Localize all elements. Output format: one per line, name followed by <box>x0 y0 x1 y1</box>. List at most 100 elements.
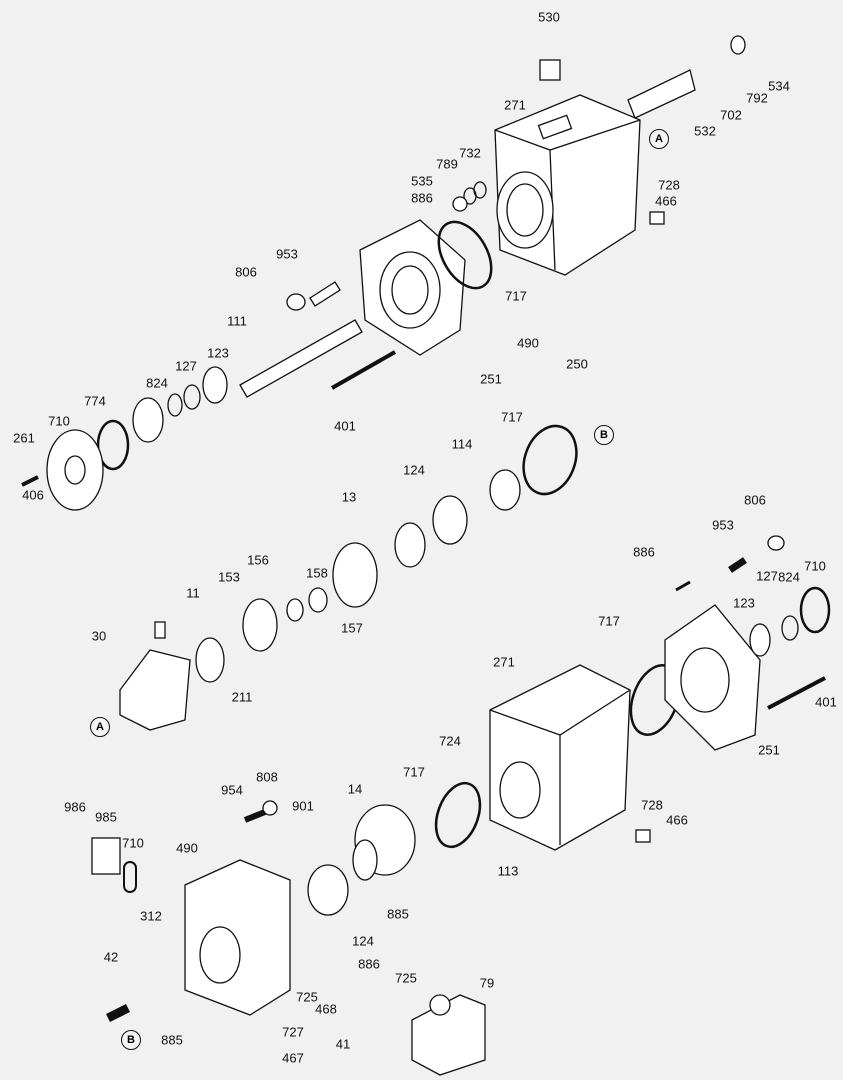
part-label: 123 <box>207 345 229 361</box>
part-label: 886 <box>358 956 380 972</box>
plate-153 <box>242 598 278 652</box>
part-label: 808 <box>256 769 278 785</box>
part-label: 158 <box>306 565 328 581</box>
bearing-123 <box>202 366 228 404</box>
part-label: 534 <box>768 78 790 94</box>
valve-block-312 <box>184 859 291 1016</box>
part-label: 466 <box>666 812 688 828</box>
part-label: 806 <box>744 492 766 508</box>
part-label: 717 <box>403 764 425 780</box>
part-label: 710 <box>48 413 70 429</box>
part-label: 725 <box>296 989 318 1005</box>
part-label: 885 <box>161 1032 183 1048</box>
part-label: 401 <box>334 418 356 434</box>
part-label: 717 <box>501 409 523 425</box>
bearing-124 <box>432 495 468 545</box>
part-label: 886 <box>411 190 433 206</box>
nut-806 <box>286 293 306 311</box>
part-label: 702 <box>720 107 742 123</box>
part-label: 271 <box>493 654 515 670</box>
part-label: 774 <box>84 393 106 409</box>
part-label: 14 <box>347 781 363 797</box>
valve-plate-13 <box>394 522 426 568</box>
part-label: 532 <box>694 123 716 139</box>
part-label: 467 <box>282 1050 304 1066</box>
part-label: 261 <box>13 430 35 446</box>
spline-114 <box>489 469 521 511</box>
part-label: 886 <box>633 544 655 560</box>
part-label: 468 <box>315 1001 337 1017</box>
part-label: 490 <box>517 335 539 351</box>
part-label: 789 <box>436 156 458 172</box>
part-label: 466 <box>655 193 677 209</box>
part-label: 725 <box>395 970 417 986</box>
part-label: 251 <box>758 742 780 758</box>
part-label: 113 <box>497 863 519 879</box>
bearing-124-bottom <box>307 864 349 916</box>
part-label: 727 <box>282 1024 304 1040</box>
part-label: 13 <box>341 489 357 505</box>
part-label: 211 <box>231 689 253 705</box>
part-label: 710 <box>122 835 144 851</box>
part-label: 401 <box>815 694 837 710</box>
part-label: 954 <box>221 782 243 798</box>
part-label: 124 <box>352 933 374 949</box>
part-label: 250 <box>566 356 588 372</box>
seal-824 <box>132 397 164 443</box>
part-label: 79 <box>479 975 495 991</box>
reference-marker-a: A <box>90 717 110 737</box>
part-label: 901 <box>292 798 314 814</box>
part-label: 157 <box>341 620 363 636</box>
part-label: 271 <box>504 97 526 113</box>
part-label: 824 <box>778 569 800 585</box>
cylinder-block-13 <box>332 542 378 608</box>
part-label: 717 <box>598 613 620 629</box>
reference-marker-b: B <box>594 425 614 445</box>
part-label: 728 <box>641 797 663 813</box>
part-label: 985 <box>95 809 117 825</box>
swash-plate-30 <box>119 649 191 731</box>
part-label: 11 <box>186 585 200 601</box>
cover-251-top <box>359 219 466 356</box>
part-label: 530 <box>538 9 560 25</box>
o-ring-717 <box>437 220 493 290</box>
adjust-screw-532 <box>627 69 696 119</box>
part-label: 724 <box>439 733 461 749</box>
part-label: 127 <box>756 568 778 584</box>
reference-marker-b: B <box>121 1030 141 1050</box>
part-530 <box>539 59 561 81</box>
part-label: 728 <box>658 177 680 193</box>
part-label: 30 <box>91 628 107 644</box>
shaft-111 <box>239 319 363 398</box>
part-label: 717 <box>505 288 527 304</box>
part-label: 732 <box>459 145 481 161</box>
part-label: 127 <box>175 358 197 374</box>
part-label: 535 <box>411 173 433 189</box>
part-label: 123 <box>733 595 755 611</box>
part-label: 490 <box>176 840 198 856</box>
part-label: 124 <box>403 462 425 478</box>
part-label: 153 <box>218 569 240 585</box>
part-label: 114 <box>451 436 473 452</box>
part-label: 42 <box>103 949 119 965</box>
o-ring-710 <box>96 419 130 471</box>
part-label: 312 <box>140 908 162 924</box>
reference-marker-a: A <box>649 129 669 149</box>
housing-271-bottom <box>489 664 631 851</box>
part-label: 156 <box>247 552 269 568</box>
bolt-401 <box>331 350 396 390</box>
part-label: 406 <box>22 487 44 503</box>
cover-985 <box>91 837 121 875</box>
part-label: 953 <box>712 517 734 533</box>
part-label: 792 <box>746 90 768 106</box>
valve-79 <box>411 994 486 1076</box>
part-label: 111 <box>227 313 247 329</box>
part-label: 885 <box>387 906 409 922</box>
part-label: 953 <box>276 246 298 262</box>
part-label: 251 <box>480 371 502 387</box>
housing-271-top <box>494 94 641 276</box>
part-label: 41 <box>335 1036 351 1052</box>
part-label: 824 <box>146 375 168 391</box>
part-label: 986 <box>64 799 86 815</box>
